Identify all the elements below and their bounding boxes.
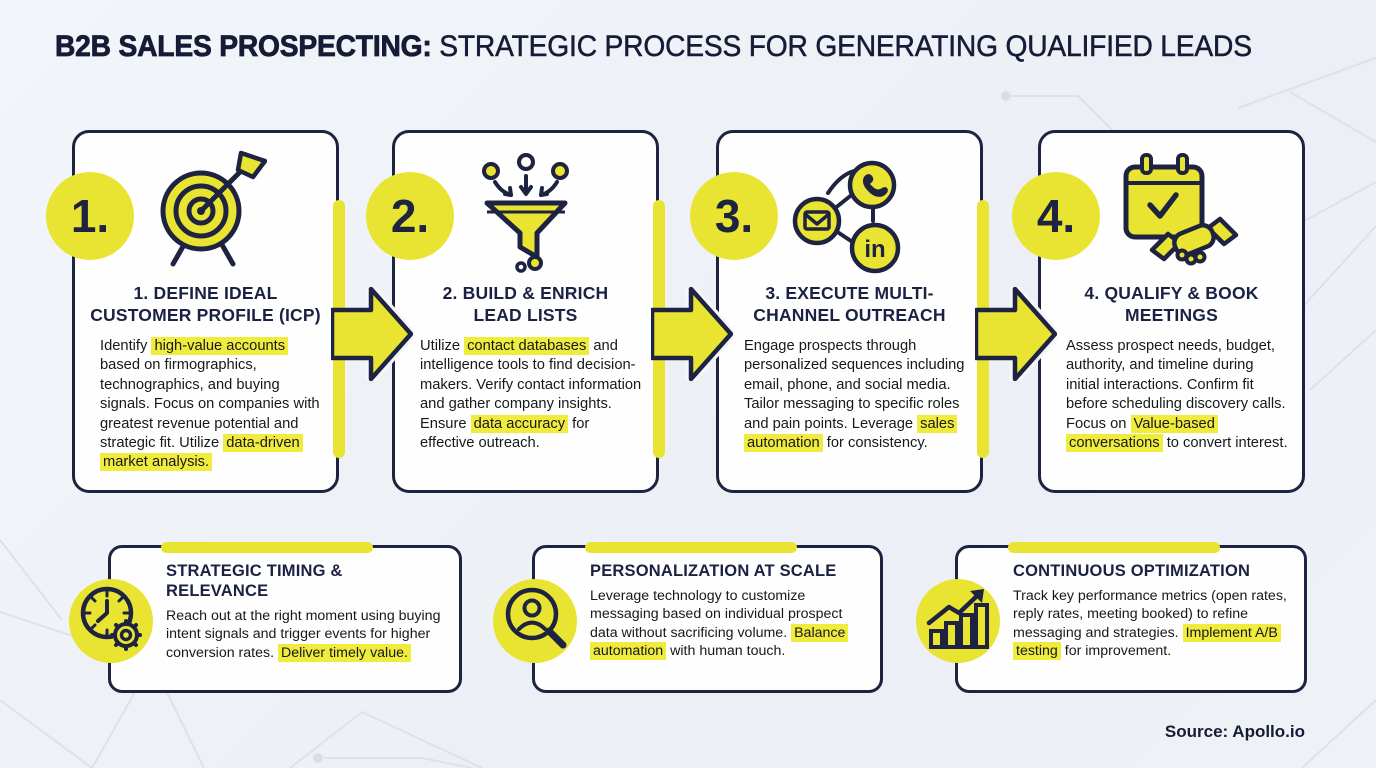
tip-1-heading-line2: RELEVANCE — [166, 581, 269, 600]
source-attribution: Source: Apollo.io — [1164, 722, 1305, 741]
tip-1-heading-line1: STRATEGIC TIMING & — [166, 562, 343, 580]
tip-2-heading-line1: PERSONALIZATION AT SCALE — [590, 562, 837, 580]
tip-2-accent-bar — [585, 542, 797, 553]
tip-2-body: Leverage technology to customize messagi… — [590, 587, 867, 661]
step-2-number-badge: 2. — [366, 172, 454, 260]
tip-2-heading: PERSONALIZATION AT SCALE — [590, 562, 867, 582]
tip-3-body: Track key performance metrics (open rate… — [1013, 587, 1287, 661]
step-4-body: Assess prospect needs, budget, authority… — [1066, 338, 1288, 453]
funnel-icon — [481, 153, 569, 273]
tip-3-heading-line1: CONTINUOUS OPTIMIZATION — [1013, 562, 1251, 580]
clock-gear-icon — [80, 586, 142, 651]
step-1-number-badge: 1. — [46, 172, 134, 260]
arrow-step2-to-step3 — [651, 287, 733, 381]
tip-1-icon-badge — [69, 579, 153, 663]
page-title: B2B SALES PROSPECTING: STRATEGIC PROCESS… — [55, 30, 1253, 64]
tip-1-heading: STRATEGIC TIMING & RELEVANCE — [166, 562, 446, 602]
arrow-step3-to-step4 — [975, 287, 1057, 381]
growth-chart-icon — [926, 589, 989, 649]
step-4-heading-line1: 4. QUALIFY & BOOK — [1084, 283, 1259, 303]
step-card-4: 4. QUALIFY & BOOK MEETINGS Assess prospe… — [1038, 130, 1305, 493]
linkedin-in-glyph: in — [864, 236, 885, 263]
step-1-heading-line1: 1. DEFINE IDEAL — [133, 283, 278, 303]
step-4-number-badge: 4. — [1012, 172, 1100, 260]
step-4-heading: 4. QUALIFY & BOOK MEETINGS — [1041, 283, 1302, 327]
tip-1-text: STRATEGIC TIMING & RELEVANCE Reach out a… — [166, 562, 446, 662]
step-1-number: 1. — [70, 190, 110, 242]
step-2-number: 2. — [390, 190, 430, 242]
step-3-heading: 3. EXECUTE MULTI- CHANNEL OUTREACH — [719, 283, 980, 327]
step-2-body: Utilize contact databases and intelligen… — [420, 337, 642, 452]
step-4-heading-line2: MEETINGS — [1125, 304, 1218, 325]
step-1-heading: 1. DEFINE IDEAL CUSTOMER PROFILE (ICP) — [75, 283, 336, 327]
title-regular-part: STRATEGIC PROCESS FOR GENERATING QUALIFI… — [431, 30, 1252, 64]
arrow-step1-to-step2 — [331, 287, 413, 381]
target-arrow-icon — [160, 150, 267, 267]
step-4-number: 4. — [1036, 190, 1076, 242]
tip-card-personalization: PERSONALIZATION AT SCALE Leverage techno… — [493, 542, 883, 693]
step-1-heading-line2: CUSTOMER PROFILE (ICP) — [90, 304, 321, 325]
title-bold-part: B2B SALES PROSPECTING: — [55, 30, 433, 64]
tip-3-accent-bar — [1008, 542, 1220, 553]
tip-3-heading: CONTINUOUS OPTIMIZATION — [1013, 562, 1291, 582]
prospect-magnifier-icon — [505, 587, 567, 649]
tip-3-text: CONTINUOUS OPTIMIZATION Track key perfor… — [1013, 562, 1291, 661]
step-2-heading: 2. BUILD & ENRICH LEAD LISTS — [395, 283, 656, 327]
step-2-heading-line1: 2. BUILD & ENRICH — [442, 283, 609, 303]
tip-2-text: PERSONALIZATION AT SCALE Leverage techno… — [590, 562, 867, 661]
multichannel-share-icon: in — [792, 160, 900, 274]
step-3-number: 3. — [714, 190, 754, 242]
tip-2-icon-badge — [493, 579, 577, 663]
step-3-body: Engage prospects through personalized se… — [744, 338, 965, 453]
tip-1-accent-bar — [161, 542, 373, 553]
step-3-heading-line2: CHANNEL OUTREACH — [753, 304, 946, 325]
step-2-heading-line2: LEAD LISTS — [473, 304, 578, 325]
tip-card-optimization: CONTINUOUS OPTIMIZATION Track key perfor… — [916, 542, 1307, 693]
step-1-body: Identify high-value accounts based on fi… — [100, 337, 320, 472]
calendar-handshake-icon — [1123, 153, 1238, 266]
tip-1-body: Reach out at the right moment using buyi… — [166, 607, 441, 662]
step-3-heading-line1: 3. EXECUTE MULTI- — [765, 283, 934, 303]
tip-3-icon-badge — [916, 579, 1000, 663]
step-3-number-badge: 3. — [690, 172, 778, 260]
tip-card-timing: STRATEGIC TIMING & RELEVANCE Reach out a… — [69, 542, 462, 693]
